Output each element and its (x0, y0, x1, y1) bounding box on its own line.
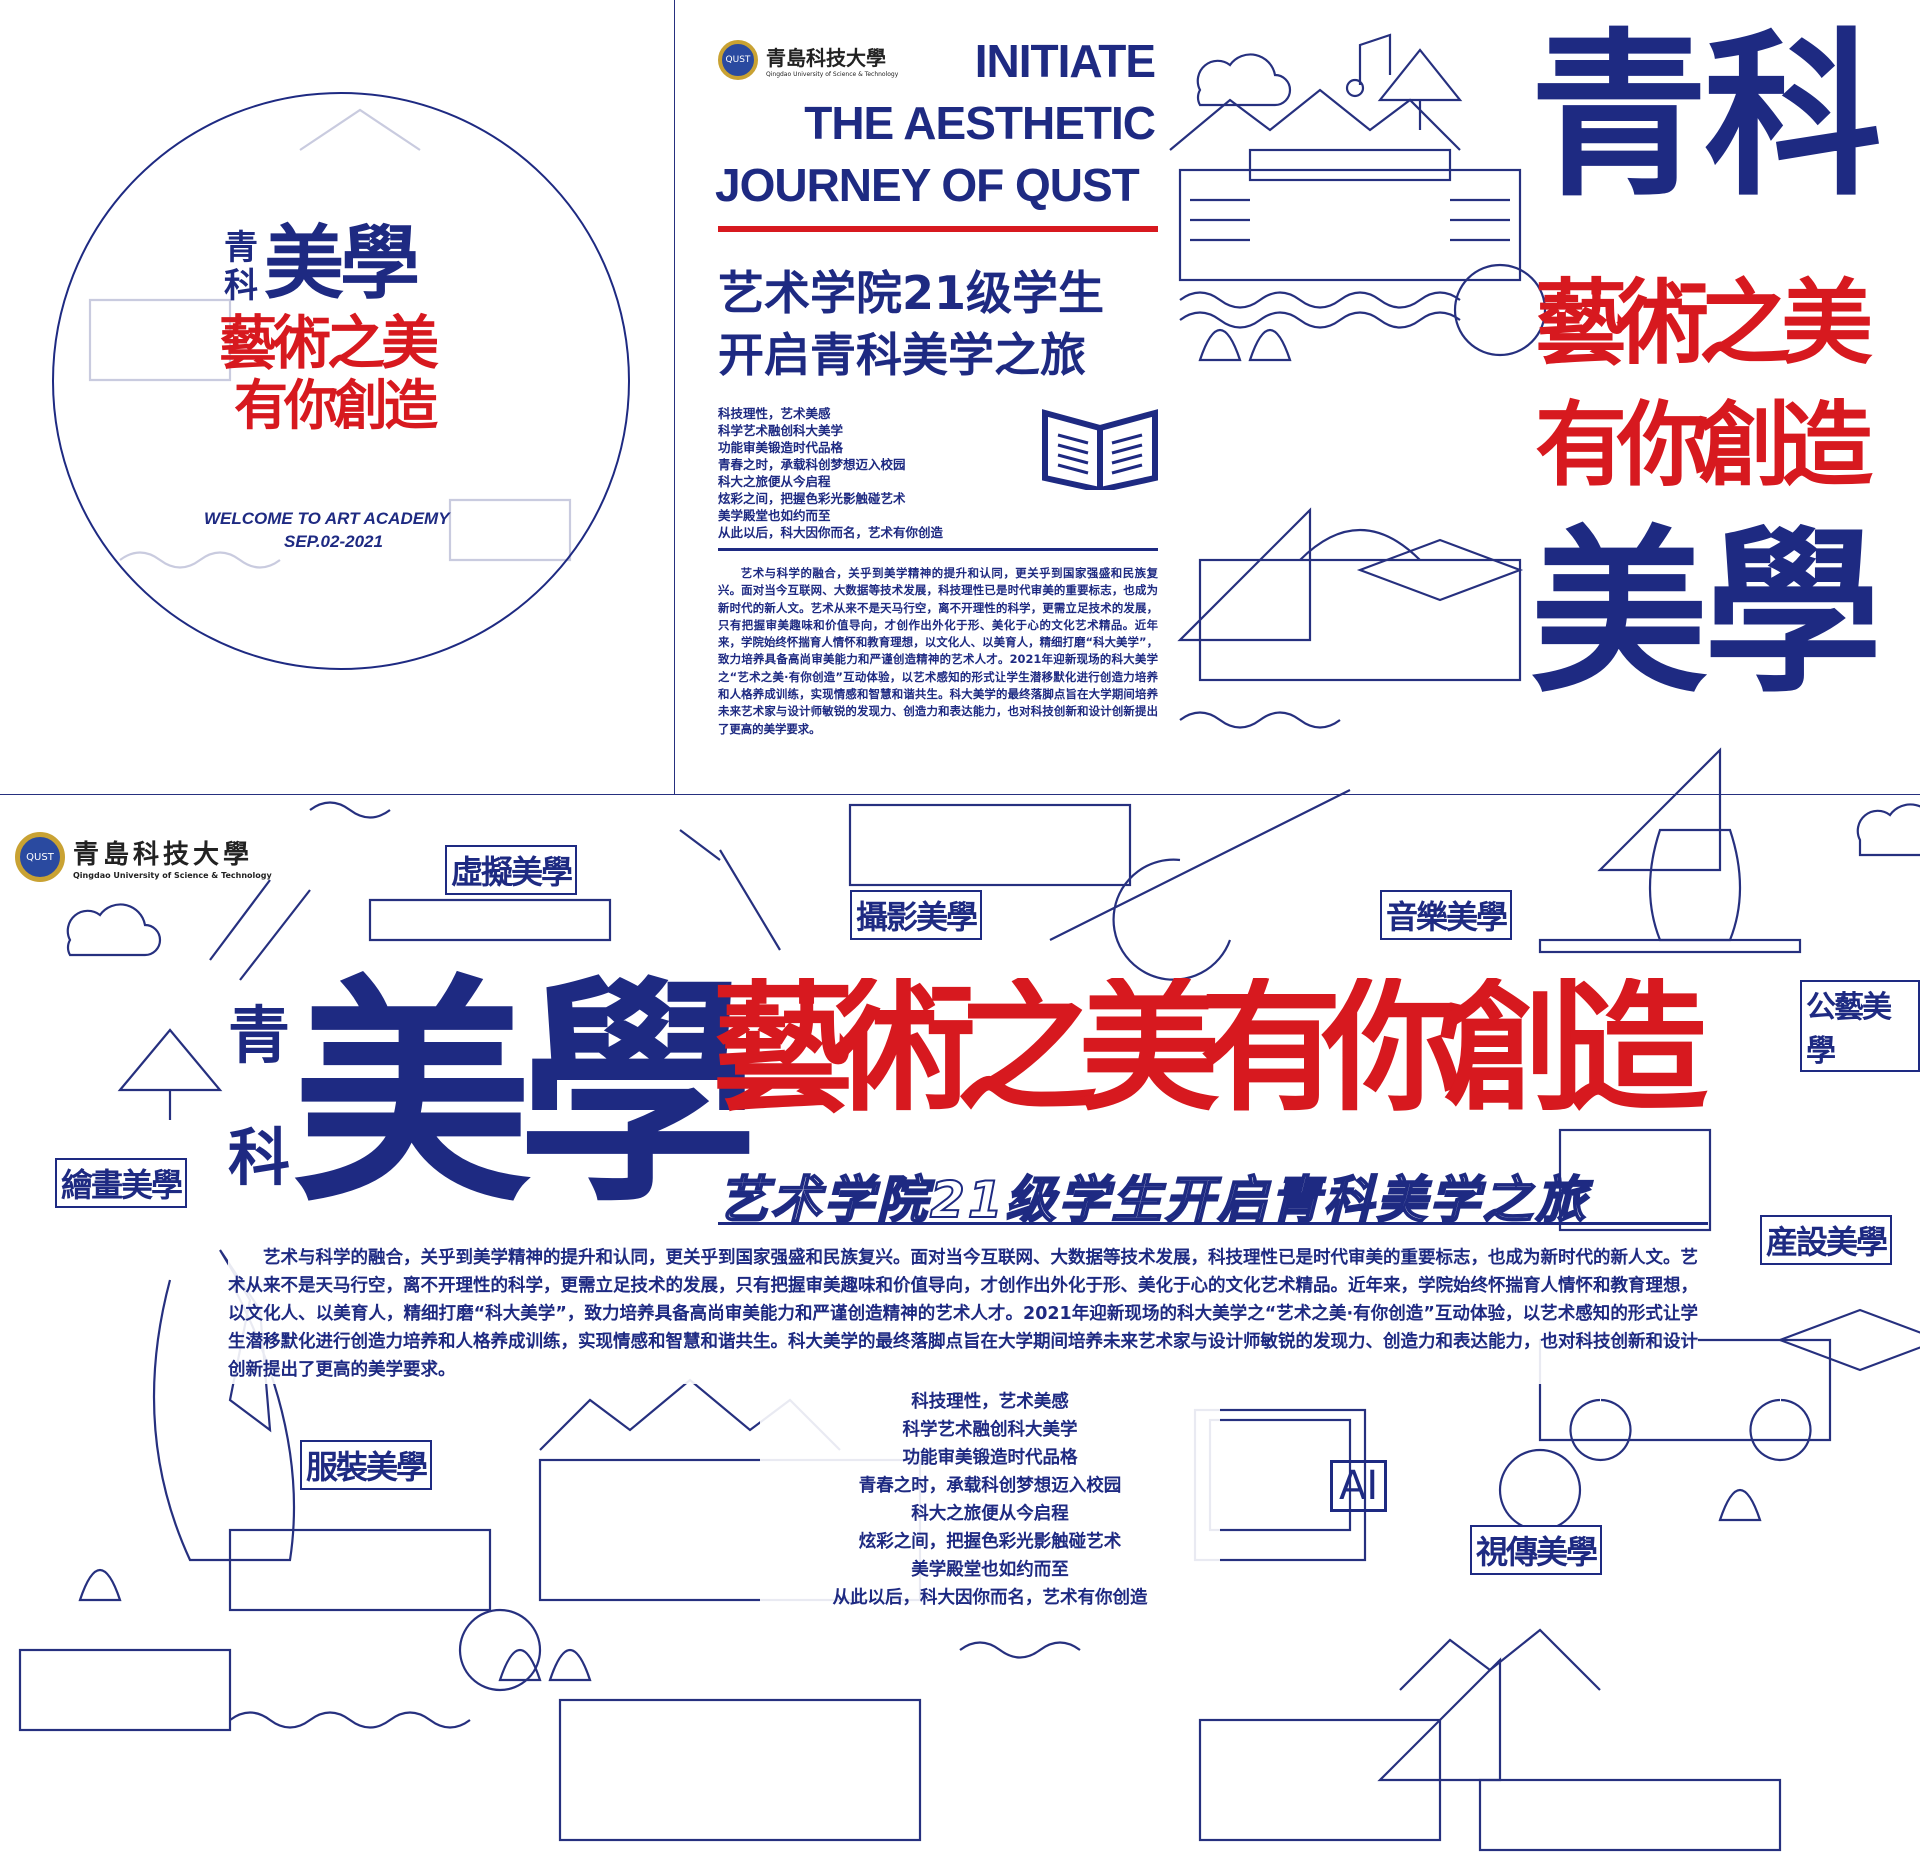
bottom-title-blue-small: 青科 (228, 999, 290, 1194)
circle-title-blue-small: 青科 (224, 228, 258, 306)
circle-welcome-text: WELCOME TO ART ACADEMY (204, 509, 450, 528)
top-rule (718, 548, 1158, 551)
poem-line: 从此以后，科大因你而名，艺术有你创造 (718, 525, 944, 540)
tag-visual-communication-aesthetics: 視傳美學 (1470, 1525, 1603, 1575)
bottom-title-red: 藝術之美有你創造 (712, 978, 1708, 1120)
tag-product-design-aesthetics: 産設美學 (1760, 1215, 1893, 1265)
circle-date-text: SEP.02-2021 (284, 532, 383, 551)
headline-en: INITIATE THE AESTHETIC JOURNEY OF QUST (715, 30, 1156, 216)
tag-music-aesthetics: 音樂美學 (1380, 890, 1513, 940)
university-seal-icon: QUST (718, 40, 758, 80)
tree-illustrations (78, 48, 1762, 1682)
tag-fashion-aesthetics: 服裝美學 (300, 1440, 433, 1490)
top-logo: QUST 青島科技大學 Qingdao University of Scienc… (718, 40, 898, 80)
bottom-subtitle-rule (718, 1222, 1708, 1225)
poem-line: 青春之时，承载科创梦想迈入校园 (858, 1476, 1122, 1496)
university-name-en: Qingdao University of Science & Technolo… (73, 871, 272, 880)
headline-cn-line: 开启青科美学之旅 (718, 328, 1086, 382)
poem-line: 科学艺术融创科大美学 (902, 1420, 1078, 1440)
top-poem: 科技理性，艺术美感 科学艺术融创科大美学 功能审美锻造时代品格 青春之时，承载科… (718, 405, 943, 541)
poem-line: 炫彩之间，把握色彩光影触碰艺术 (718, 491, 906, 506)
top-big-title-blue-2: 美學 (1530, 510, 1882, 717)
poem-line: 科大之旅便从今启程 (911, 1504, 1069, 1524)
circle-badge: 青科 美學 藝術之美 有你創造 WELCOME TO ART ACADEMY S… (52, 92, 630, 670)
top-big-title-blue-1: 青科 (1530, 13, 1882, 220)
top-big-title-red-1: 藝術之美 (1535, 270, 1873, 377)
top-paragraph: 艺术与科学的融合，关乎到美学精神的提升和认同，更关乎到国家强盛和民族复兴。面对当… (718, 566, 1158, 736)
poem-line: 科学艺术融创科大美学 (718, 423, 844, 438)
tag-photography-aesthetics: 攝影美學 (850, 890, 983, 940)
tag-public-art-aesthetics: 公藝美學 (1800, 980, 1920, 1072)
open-book-icon (1042, 409, 1158, 490)
university-seal-icon: QUST (15, 832, 65, 882)
circle-title-red-2: 有你創造 (234, 374, 438, 437)
bottom-title-blue-big: 美學 (292, 955, 758, 1235)
university-name-cn: 青島科技大學 (766, 46, 886, 70)
poem-line: 青春之时，承载科创梦想迈入校园 (718, 457, 906, 472)
headline-cn: 艺术学院21级学生 开启青科美学之旅 (718, 262, 1104, 386)
poem-line: 美学殿堂也如约而至 (911, 1560, 1069, 1580)
bottom-subtitle: 艺术学院21级学生开启青科美学之旅 (717, 1170, 1589, 1230)
poem-line: 美学殿堂也如约而至 (718, 508, 831, 523)
poem-line: 科大之旅便从今启程 (718, 474, 831, 489)
poem-line: 功能审美锻造时代品格 (718, 440, 844, 455)
top-big-title-red-2: 有你創造 (1535, 392, 1873, 499)
red-divider (718, 226, 1158, 232)
headline-en-line: JOURNEY OF QUST (715, 159, 1140, 211)
tag-painting-aesthetics: 繪畫美學 (55, 1158, 188, 1208)
poem-line: 从此以后，科大因你而名，艺术有你创造 (832, 1588, 1148, 1608)
circle-title-blue-big: 美學 (264, 217, 420, 310)
headline-en-line: THE AESTHETIC (804, 97, 1156, 149)
headline-en-line: INITIATE (974, 35, 1156, 87)
poem-line: 科技理性，艺术美感 (718, 406, 831, 421)
poem-line: 科技理性，艺术美感 (911, 1392, 1069, 1412)
bottom-poem: 科技理性，艺术美感 科学艺术融创科大美学 功能审美锻造时代品格 青春之时，承载科… (760, 1388, 1220, 1612)
wave-illustrations (229, 291, 1461, 1729)
university-name-en: Qingdao University of Science & Technolo… (766, 71, 899, 78)
ai-chip-label: AI (1330, 1460, 1388, 1512)
bottom-logo: QUST 青島科技大學 Qingdao University of Scienc… (15, 832, 272, 882)
bottom-panel-border (0, 794, 1920, 1854)
circle-title-red-1: 藝術之美 (219, 309, 439, 377)
poem-line: 炫彩之间，把握色彩光影触碰艺术 (858, 1532, 1122, 1552)
bottom-paragraph: 艺术与科学的融合，关乎到美学精神的提升和认同，更关乎到国家强盛和民族复兴。面对当… (228, 1244, 1698, 1384)
headline-cn-line: 艺术学院21级学生 (718, 266, 1105, 320)
poem-line: 功能审美锻造时代品格 (902, 1448, 1078, 1468)
university-name-cn: 青島科技大學 (73, 840, 254, 870)
tag-virtual-aesthetics: 虛擬美學 (445, 845, 578, 895)
